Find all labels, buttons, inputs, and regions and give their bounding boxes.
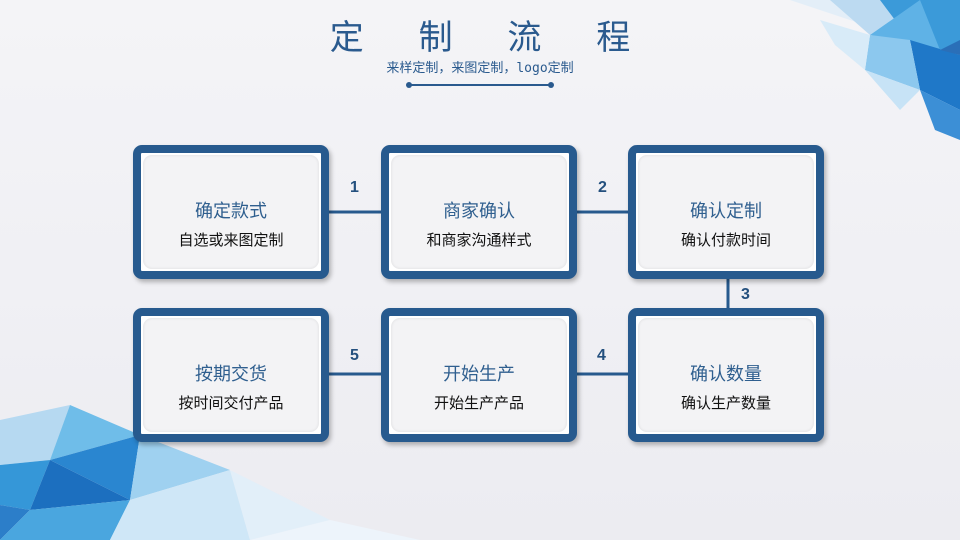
step-box-start-production: 开始生产 开始生产产品 (381, 308, 577, 442)
step-box-confirm-quantity: 确认数量 确认生产数量 (628, 308, 824, 442)
step-number-1: 1 (350, 179, 359, 196)
step-title: 按期交货 (195, 364, 267, 385)
polygon-decoration-bottom-left (0, 405, 420, 540)
step-description: 确认生产数量 (680, 394, 771, 412)
step-description: 自选或来图定制 (178, 231, 284, 249)
step-description: 开始生产产品 (433, 394, 524, 412)
step-title: 确定款式 (195, 201, 267, 222)
step-description: 和商家沟通样式 (426, 231, 532, 249)
step-box-select-style: 确定款式 自选或来图定制 (133, 145, 329, 279)
step-title: 确认定制 (690, 201, 762, 222)
step-number-3: 3 (741, 286, 750, 303)
title-divider (406, 82, 554, 88)
step-title: 开始生产 (443, 364, 515, 385)
step-number-5: 5 (350, 347, 359, 364)
step-title: 商家确认 (443, 201, 515, 222)
step-title: 确认数量 (690, 364, 762, 385)
step-box-confirm-customization: 确认定制 确认付款时间 (628, 145, 824, 279)
step-box-deliver-on-time: 按期交货 按时间交付产品 (133, 308, 329, 442)
step-box-merchant-confirm: 商家确认 和商家沟通样式 (381, 145, 577, 279)
page-title: 定 制 流 程 (329, 18, 653, 58)
polygon-decoration-top-right (790, 0, 960, 140)
step-number-2: 2 (598, 179, 607, 196)
step-description: 按时间交付产品 (178, 394, 284, 412)
page-subtitle: 来样定制，来图定制，logo定制 (386, 61, 574, 76)
step-number-4: 4 (597, 347, 606, 364)
step-description: 确认付款时间 (680, 231, 771, 249)
